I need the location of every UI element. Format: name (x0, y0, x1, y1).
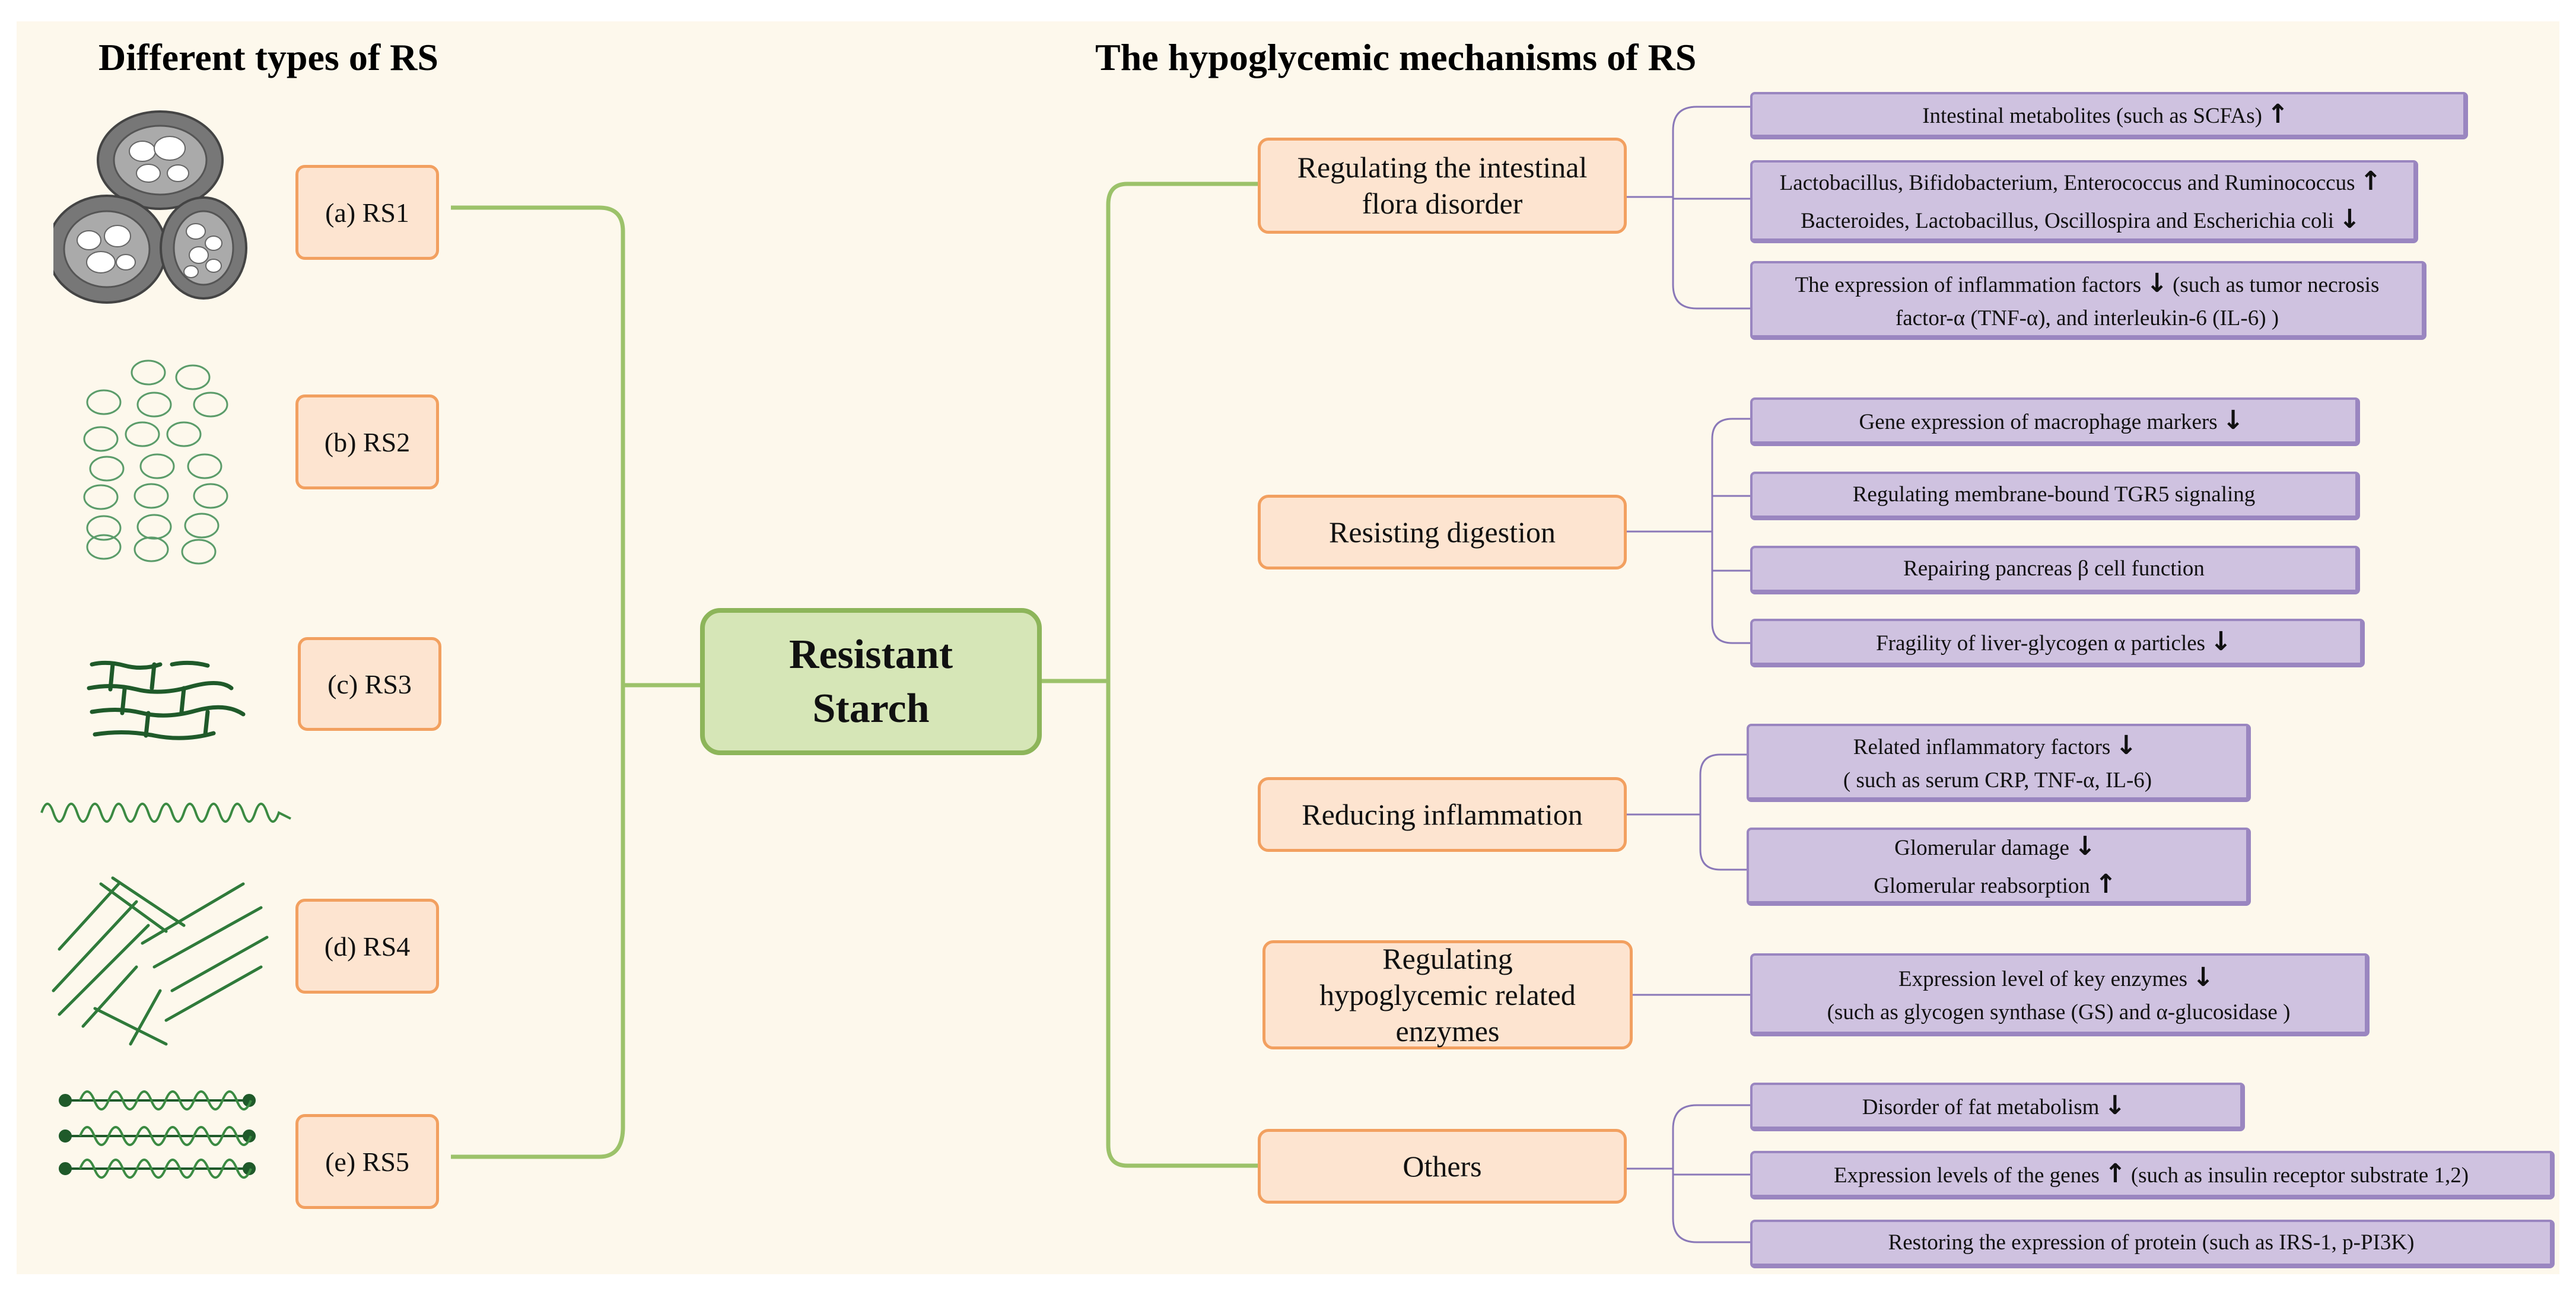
detail-box: Disorder of fat metabolism↓ (1750, 1083, 2245, 1131)
detail-line: Expression levels of the genes↑(such as … (1834, 1155, 2469, 1193)
mechanism-box: Resisting digestion (1258, 495, 1627, 569)
detail-box: Fragility of liver-glycogen α particles↓ (1750, 619, 2365, 667)
rs1-granules-icon (53, 110, 247, 304)
rs4-crosslinks-icon (52, 876, 269, 1046)
mechanism-label-line: hypoglycemic related (1319, 978, 1576, 1011)
detail-box: Expression levels of the genes↑(such as … (1750, 1151, 2555, 1199)
detail-text: Glomerular damage (1894, 836, 2069, 861)
detail-text: ( such as serum CRP, TNF-α, IL-6) (1843, 768, 2152, 793)
rs-type-box-rs4: (d) RS4 (295, 899, 439, 994)
center-label-line: Resistant (788, 632, 953, 677)
detail-text: Intestinal metabolites (such as SCFAs) (1922, 104, 2262, 129)
mechanism-box: Others (1258, 1129, 1627, 1204)
mechanism-label-line: Others (1403, 1149, 1482, 1183)
down-arrow-icon: ↓ (2104, 1090, 2126, 1121)
detail-box: Related inflammatory factors↓ ( such as s… (1747, 724, 2251, 802)
rs3-chains-icon (40, 660, 291, 823)
detail-line: Gene expression of macrophage markers↓ (1859, 402, 2249, 440)
rs-bracket-line (451, 205, 625, 1159)
down-arrow-icon: ↓ (2210, 626, 2232, 657)
down-arrow-icon: ↓ (2222, 405, 2244, 436)
detail-text: The expression of inflammation factors (1795, 272, 2142, 297)
rs-type-box-rs2: (b) RS2 (295, 394, 439, 489)
detail-box: Restoring the expression of protein (suc… (1750, 1220, 2555, 1268)
detail-line: Expression level of key enzymes↓ (1827, 959, 2291, 997)
detail-box: Repairing pancreas β cell function (1750, 546, 2360, 594)
detail-text: Expression levels of the genes (1833, 1163, 2100, 1188)
detail-box: Intestinal metabolites (such as SCFAs)↑ (1750, 92, 2468, 139)
rs-type-box-rs1: (a) RS1 (295, 165, 439, 260)
detail-box: Gene expression of macrophage markers↓ (1750, 397, 2360, 446)
detail-text: Glomerular reabsorption (1874, 874, 2090, 898)
down-arrow-icon: ↓ (2115, 730, 2138, 761)
up-arrow-icon: ↑ (2266, 99, 2289, 130)
detail-text: Fragility of liver-glycogen α particles (1876, 631, 2206, 656)
detail-box: Expression level of key enzymes↓ (such as… (1750, 953, 2370, 1036)
detail-text: Gene expression of macrophage markers (1859, 410, 2218, 435)
detail-text: Lactobacillus, Bifidobacterium, Enteroco… (1779, 171, 2355, 196)
detail-line: The expression of inflammation factors↓(… (1795, 265, 2380, 303)
detail-line: Restoring the expression of protein (suc… (1888, 1227, 2415, 1259)
detail-text: Disorder of fat metabolism (1862, 1095, 2100, 1120)
up-arrow-icon: ↑ (2359, 166, 2382, 197)
mechanism-label-line: enzymes (1395, 1014, 1500, 1048)
detail-text: Expression level of key enzymes (1898, 967, 2188, 992)
detail-line: Repairing pancreas β cell function (1903, 553, 2205, 585)
detail-text: (such as tumor necrosis (2173, 272, 2380, 297)
detail-text: Repairing pancreas β cell function (1903, 556, 2205, 581)
mechanism-box: Reducing inflammation (1258, 777, 1627, 852)
detail-line: Regulating membrane-bound TGR5 signaling (1853, 479, 2256, 511)
down-arrow-icon: ↓ (2192, 962, 2214, 993)
rs-type-box-rs3: (c) RS3 (298, 637, 441, 731)
up-arrow-icon: ↑ (2094, 869, 2117, 899)
detail-text: Regulating membrane-bound TGR5 signaling (1852, 482, 2256, 507)
detail-line: Glomerular damage↓ (1874, 828, 2122, 866)
detail-line: ( such as serum CRP, TNF-α, IL-6) (1843, 765, 2152, 797)
down-arrow-icon: ↓ (2146, 268, 2168, 298)
detail-text: (such as insulin receptor substrate 1,2) (2130, 1163, 2469, 1188)
detail-line: Lactobacillus, Bifidobacterium, Enteroco… (1780, 163, 2387, 201)
detail-text: factor-α (TNF-α), and interleukin-6 (IL-… (1895, 306, 2279, 330)
detail-box: Regulating membrane-bound TGR5 signaling (1750, 472, 2360, 520)
mechanism-label-line: Reducing inflammation (1302, 797, 1583, 831)
mechanism-label-line: flora disorder (1362, 187, 1523, 220)
down-arrow-icon: ↓ (2339, 204, 2361, 234)
detail-line: (such as glycogen synthase (GS) and α-gl… (1827, 997, 2291, 1029)
center-label-line: Starch (812, 686, 930, 731)
detail-line: Fragility of liver-glycogen α particles↓ (1876, 623, 2237, 661)
up-arrow-icon: ↑ (2104, 1159, 2126, 1189)
detail-line: Bacteroides, Lactobacillus, Oscillospira… (1780, 201, 2387, 238)
detail-line: Related inflammatory factors↓ (1843, 727, 2152, 765)
left-heading: Different types of RS (98, 36, 438, 78)
detail-box: The expression of inflammation factors↓(… (1750, 261, 2426, 340)
rs-type-box-rs5: (e) RS5 (295, 1114, 439, 1209)
detail-line: Disorder of fat metabolism↓ (1862, 1087, 2131, 1125)
detail-text: Restoring the expression of protein (suc… (1888, 1230, 2415, 1255)
mechanism-label-line: Resisting digestion (1329, 515, 1556, 549)
detail-box: Lactobacillus, Bifidobacterium, Enteroco… (1750, 160, 2418, 243)
detail-line: factor-α (TNF-α), and interleukin-6 (IL-… (1795, 303, 2380, 335)
detail-box: Glomerular damage↓Glomerular reabsorptio… (1747, 828, 2251, 906)
detail-text: (such as glycogen synthase (GS) and α-gl… (1827, 1000, 2291, 1025)
mechanism-label-line: Regulating the intestinal (1297, 151, 1588, 184)
detail-line: Intestinal metabolites (such as SCFAs)↑ (1922, 96, 2294, 133)
rs2-ovals-icon (83, 359, 228, 565)
detail-line: Glomerular reabsorption↑ (1874, 866, 2122, 903)
detail-text: Bacteroides, Lactobacillus, Oscillospira… (1801, 209, 2335, 233)
mechanism-label-line: Regulating (1382, 941, 1513, 975)
resistant-starch-center-box: Resistant Starch (700, 608, 1042, 755)
detail-text: Related inflammatory factors (1853, 735, 2111, 760)
rs5-helix-complex-icon (59, 1090, 256, 1179)
right-heading: The hypoglycemic mechanisms of RS (1095, 36, 1697, 78)
down-arrow-icon: ↓ (2073, 831, 2096, 862)
mechanism-trunk-line (1106, 182, 1258, 1168)
